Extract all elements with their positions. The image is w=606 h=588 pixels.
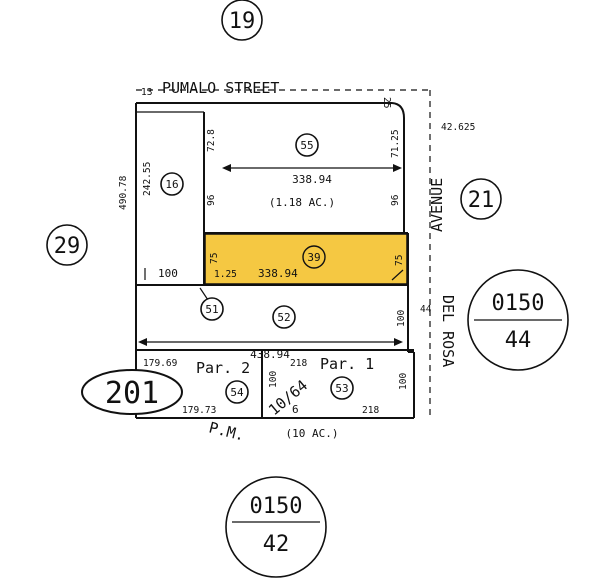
dim-top-25: 25 bbox=[381, 97, 392, 108]
parcel-map-area: (10 AC.) bbox=[286, 427, 339, 440]
street-pm: P.M. bbox=[207, 418, 246, 444]
parcel-55-area: (1.18 AC.) bbox=[269, 196, 335, 209]
dim-71-25: 71.25 bbox=[390, 129, 401, 158]
dim-13: 13 bbox=[141, 87, 152, 98]
dim-75-right: 75 bbox=[394, 255, 405, 266]
parcel-53-number: 53 bbox=[335, 382, 348, 395]
parcel-52[interactable]: 52 bbox=[272, 305, 296, 329]
dim-72-8: 72.8 bbox=[206, 129, 217, 152]
parcel-55[interactable]: 55 bbox=[295, 133, 319, 157]
dim-44: 44 bbox=[420, 304, 432, 315]
dim-179-73: 179.73 bbox=[182, 405, 216, 416]
dim-242-55: 242.55 bbox=[142, 162, 153, 196]
dim-100-par2: 100 bbox=[268, 371, 279, 388]
street-centerlines bbox=[136, 89, 431, 420]
dim-96-right: 96 bbox=[390, 194, 401, 206]
page-ref-south-bottom: 42 bbox=[263, 532, 290, 557]
highlighted-parcel-39[interactable] bbox=[204, 233, 408, 285]
adjacent-book-19-label: 19 bbox=[229, 9, 256, 34]
block-number: 201 bbox=[105, 376, 159, 411]
parcel-39-number: 39 bbox=[307, 251, 320, 264]
parcel-54-number: 54 bbox=[230, 386, 244, 399]
parcel-51[interactable]: 51 bbox=[200, 297, 224, 321]
parcel-53[interactable]: 53 bbox=[330, 376, 354, 400]
parcel-par2-label: Par. 2 bbox=[196, 359, 250, 377]
dim-338-94-lower: 338.94 bbox=[258, 267, 298, 280]
block-label-201[interactable]: 201 bbox=[81, 369, 183, 415]
parcel-16[interactable]: 16 bbox=[160, 172, 184, 196]
parcel-39[interactable]: 39 bbox=[302, 245, 326, 269]
adjacent-book-29[interactable]: 29 bbox=[46, 224, 88, 266]
adjacent-book-19[interactable]: 19 bbox=[221, 0, 263, 41]
dim-100-mid: 100 bbox=[158, 267, 178, 280]
street-pumalo: PUMALO STREET bbox=[162, 79, 279, 97]
page-ref-east[interactable]: 0150 44 bbox=[467, 269, 569, 371]
dim-218-bottom: 218 bbox=[362, 405, 379, 416]
page-ref-east-bottom: 44 bbox=[505, 328, 532, 353]
dim-218-top: 218 bbox=[290, 358, 307, 369]
adjacent-book-21[interactable]: 21 bbox=[460, 178, 502, 220]
parcel-54[interactable]: 54 bbox=[225, 380, 249, 404]
dim-338-94-upper: 338.94 bbox=[292, 173, 332, 186]
parcel-par1-label: Par. 1 bbox=[320, 355, 374, 373]
dim-490-78: 490.78 bbox=[118, 175, 129, 210]
parcel-51-number: 51 bbox=[205, 303, 218, 316]
dim-42-625: 42.625 bbox=[441, 122, 475, 133]
dim-1-25: 1.25 bbox=[214, 269, 237, 280]
dim-75-left: 75 bbox=[209, 253, 220, 264]
adjacent-book-29-label: 29 bbox=[54, 234, 81, 259]
street-del-rosa: DEL ROSA bbox=[439, 295, 457, 367]
parcel-boundaries bbox=[135, 102, 415, 419]
street-avenue: AVENUE bbox=[428, 178, 446, 232]
dim-100-right: 100 bbox=[396, 310, 407, 327]
dim-438-94: 438.94 bbox=[250, 348, 290, 361]
adjacent-book-21-label: 21 bbox=[468, 188, 495, 213]
page-ref-south[interactable]: 0150 42 bbox=[225, 476, 327, 578]
dim-179-69: 179.69 bbox=[143, 358, 178, 369]
parcel-map-sheet: 6 bbox=[292, 403, 299, 416]
page-ref-east-top: 0150 bbox=[492, 291, 545, 316]
dimension-labels: 13 25 42.625 72.8 71.25 338.94 96 96 490… bbox=[118, 87, 475, 416]
dim-100-par1: 100 bbox=[398, 373, 409, 390]
parcel-52-number: 52 bbox=[277, 311, 290, 324]
dim-96-left: 96 bbox=[206, 194, 217, 206]
page-ref-south-top: 0150 bbox=[250, 494, 303, 519]
parcel-16-number: 16 bbox=[165, 178, 178, 191]
parcel-55-number: 55 bbox=[300, 139, 313, 152]
